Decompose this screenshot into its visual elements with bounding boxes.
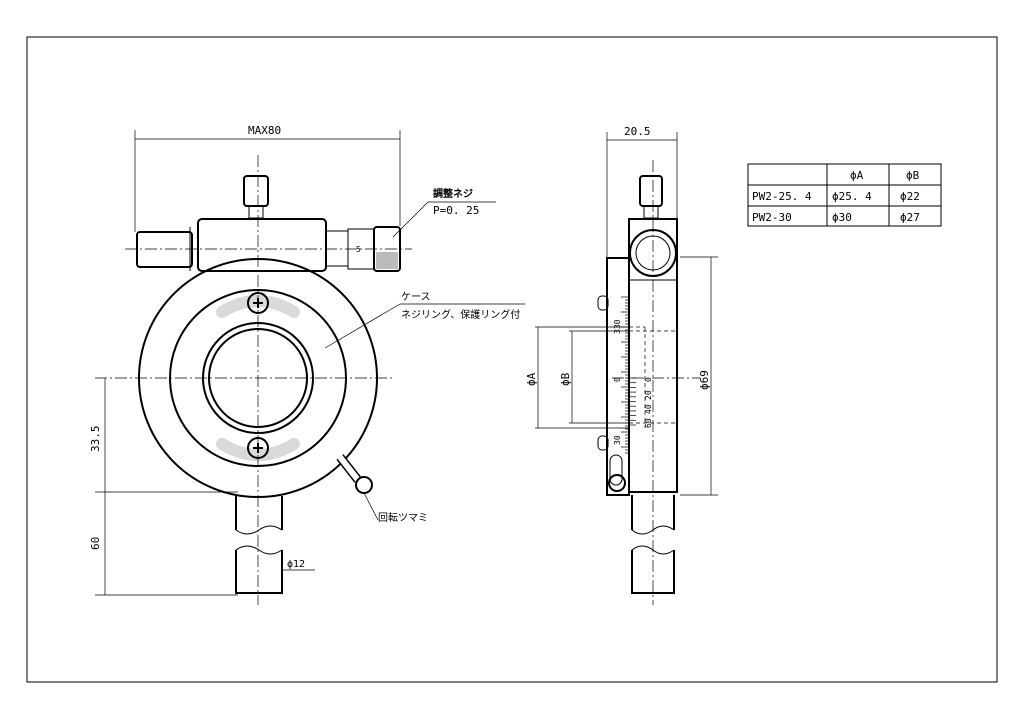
left-plunger <box>136 231 193 268</box>
micrometer-sleeve <box>325 230 349 267</box>
scale-label-40: 40 <box>644 404 653 414</box>
lens-retainer-ring <box>202 322 314 434</box>
scale-label-0a: 0 <box>613 377 622 382</box>
side-view: 330 30 0 0 20 40 60 20.5 ϕ69 ϕA ϕB <box>525 125 718 605</box>
screw-bottom-icon <box>247 437 269 459</box>
table-cell-model: PW2-30 <box>752 211 792 224</box>
dim-60: 60 <box>89 537 102 550</box>
table-cell-model: PW2-25. 4 <box>752 190 812 203</box>
table-header-phiA: ϕA <box>850 169 864 182</box>
callout-adjust-screw: 調整ネジ <box>433 187 473 200</box>
top-knob-neck <box>248 205 264 219</box>
inner-ring <box>169 289 347 467</box>
knurl-pattern <box>376 252 398 269</box>
table-cell-phiA: ϕ30 <box>832 211 852 224</box>
model-dimension-table: ϕA ϕB PW2-25. 4 ϕ25. 4 ϕ22 PW2-30 ϕ30 ϕ2… <box>747 163 942 227</box>
dim-phiB: ϕB <box>559 372 572 386</box>
callout-rotation-knob: 回転ツマミ <box>378 512 428 524</box>
scale-label-0b: 0 <box>644 377 653 382</box>
dim-33-5: 33.5 <box>89 426 102 453</box>
micrometer-scale-label: 5 <box>356 245 361 254</box>
dim-20-5: 20.5 <box>624 125 651 138</box>
post-upper <box>235 496 283 530</box>
scale-plate <box>606 257 630 496</box>
dim-phi69: ϕ69 <box>698 370 711 390</box>
table-cell-phiB: ϕ27 <box>900 211 920 224</box>
aperture <box>208 328 308 428</box>
dim-phi12: ϕ12 <box>287 559 305 570</box>
side-top-knob <box>639 175 663 207</box>
adjuster-end-circle <box>629 229 677 277</box>
table-cell-phiB: ϕ22 <box>900 190 920 203</box>
outer-case-ring <box>138 258 378 498</box>
callout-case-note: ネジリング、保護リング付 <box>401 308 520 321</box>
table-cell-phiA: ϕ25. 4 <box>832 190 872 203</box>
housing-block <box>197 218 327 272</box>
front-view: 5 MAX80 33.5 60 ϕ12 <box>89 124 525 605</box>
drawing-border <box>26 36 998 683</box>
top-knob <box>243 175 269 207</box>
micrometer-thimble <box>373 226 401 272</box>
post-lower <box>235 550 283 594</box>
dim-max80: MAX80 <box>248 124 281 137</box>
side-post <box>631 550 675 594</box>
callout-pitch: P=0. 25 <box>433 204 479 217</box>
scale-label-60: 60 <box>644 418 653 428</box>
rotation-knob <box>355 476 373 494</box>
scale-label-20: 20 <box>644 390 653 400</box>
table-header-phiB: ϕB <box>906 169 920 182</box>
dim-phiA: ϕA <box>525 372 538 386</box>
screw-top-icon <box>247 292 269 314</box>
scale-label-30: 30 <box>613 435 622 445</box>
angle-scale-ticks <box>621 296 636 454</box>
callout-case: ケース <box>401 291 431 303</box>
